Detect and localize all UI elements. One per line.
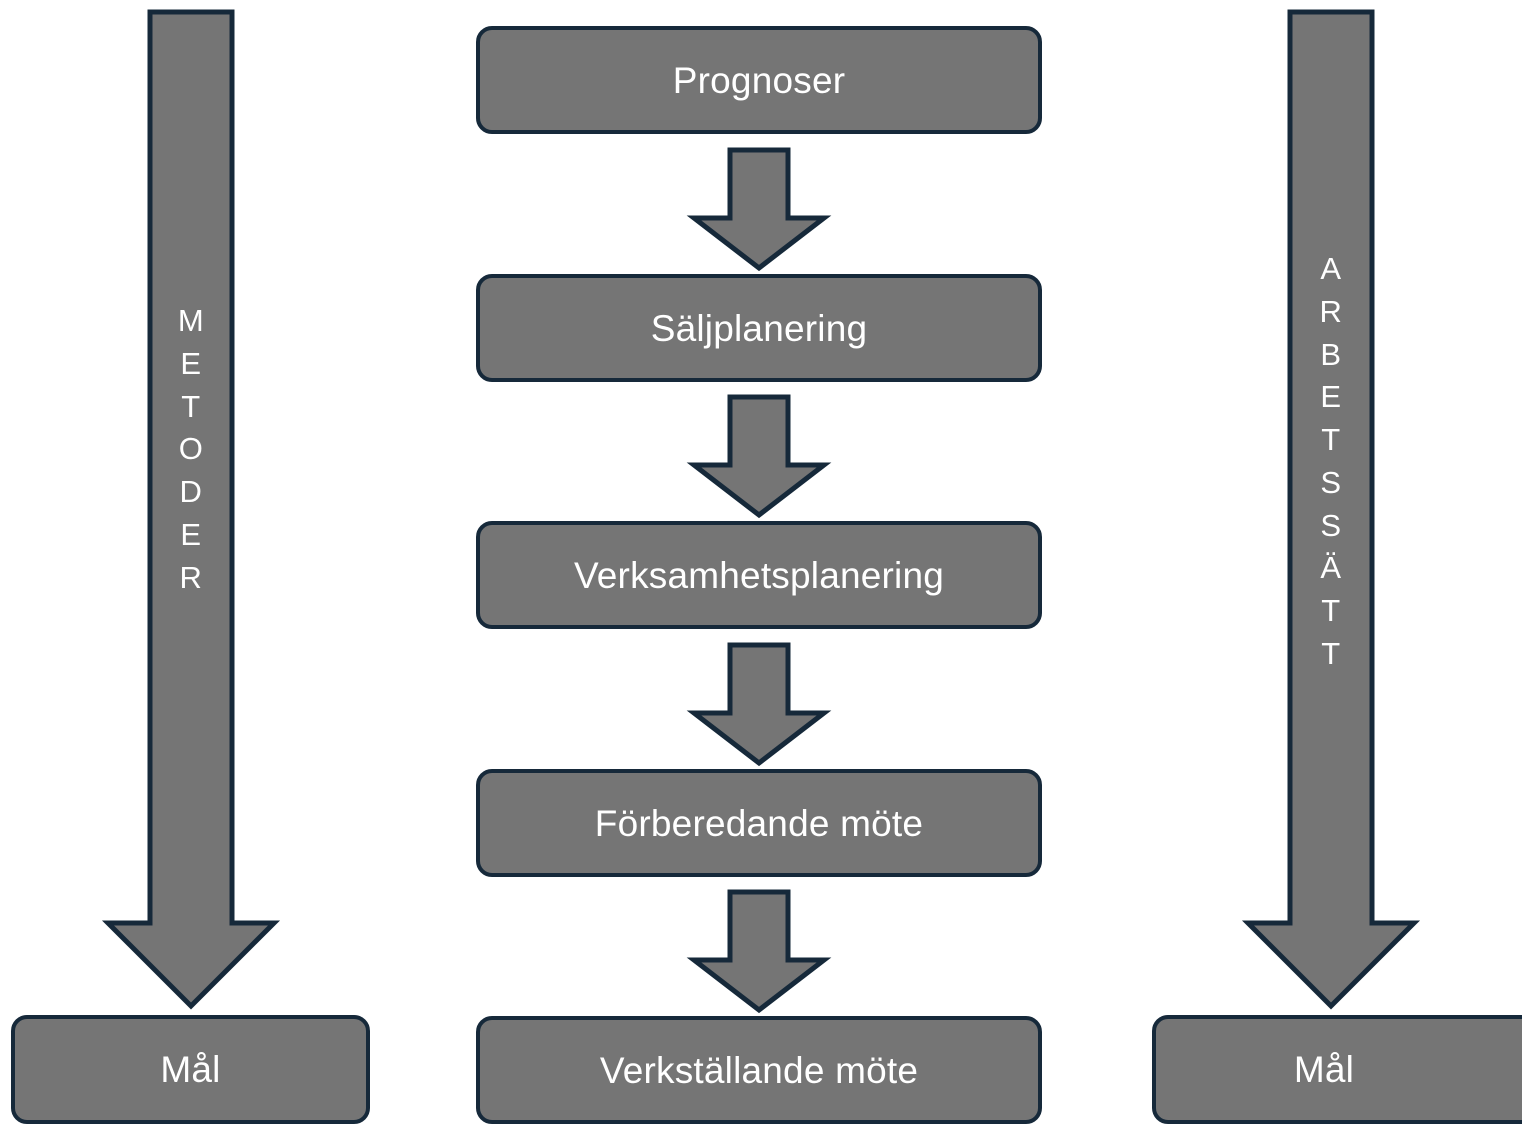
node-prognoser[interactable]: Prognoser: [476, 26, 1042, 134]
right-long-down-arrow-icon: [1241, 9, 1421, 1010]
down-arrow-icon-2: [686, 394, 832, 519]
node-label: Förberedande möte: [594, 802, 924, 844]
node-label: Verkställande möte: [599, 1049, 919, 1091]
node-right-mal[interactable]: Mål: [1152, 1015, 1522, 1124]
node-label: Mål: [1293, 1049, 1355, 1090]
down-arrow-icon-3: [686, 642, 832, 767]
left-long-down-arrow-icon: [101, 9, 281, 1010]
node-label: Mål: [160, 1049, 221, 1090]
down-arrow-icon-4: [686, 889, 832, 1014]
node-label: Prognoser: [672, 59, 846, 101]
node-verksamhetsplanering[interactable]: Verksamhetsplanering: [476, 521, 1042, 629]
node-forberedande-mote[interactable]: Förberedande möte: [476, 769, 1042, 877]
node-verkstallande-mote[interactable]: Verkställande möte: [476, 1016, 1042, 1124]
node-label: Säljplanering: [650, 307, 868, 349]
node-saljplanering[interactable]: Säljplanering: [476, 274, 1042, 382]
down-arrow-icon-1: [686, 147, 832, 272]
node-label: Verksamhetsplanering: [573, 554, 945, 596]
node-left-mal[interactable]: Mål: [11, 1015, 370, 1124]
